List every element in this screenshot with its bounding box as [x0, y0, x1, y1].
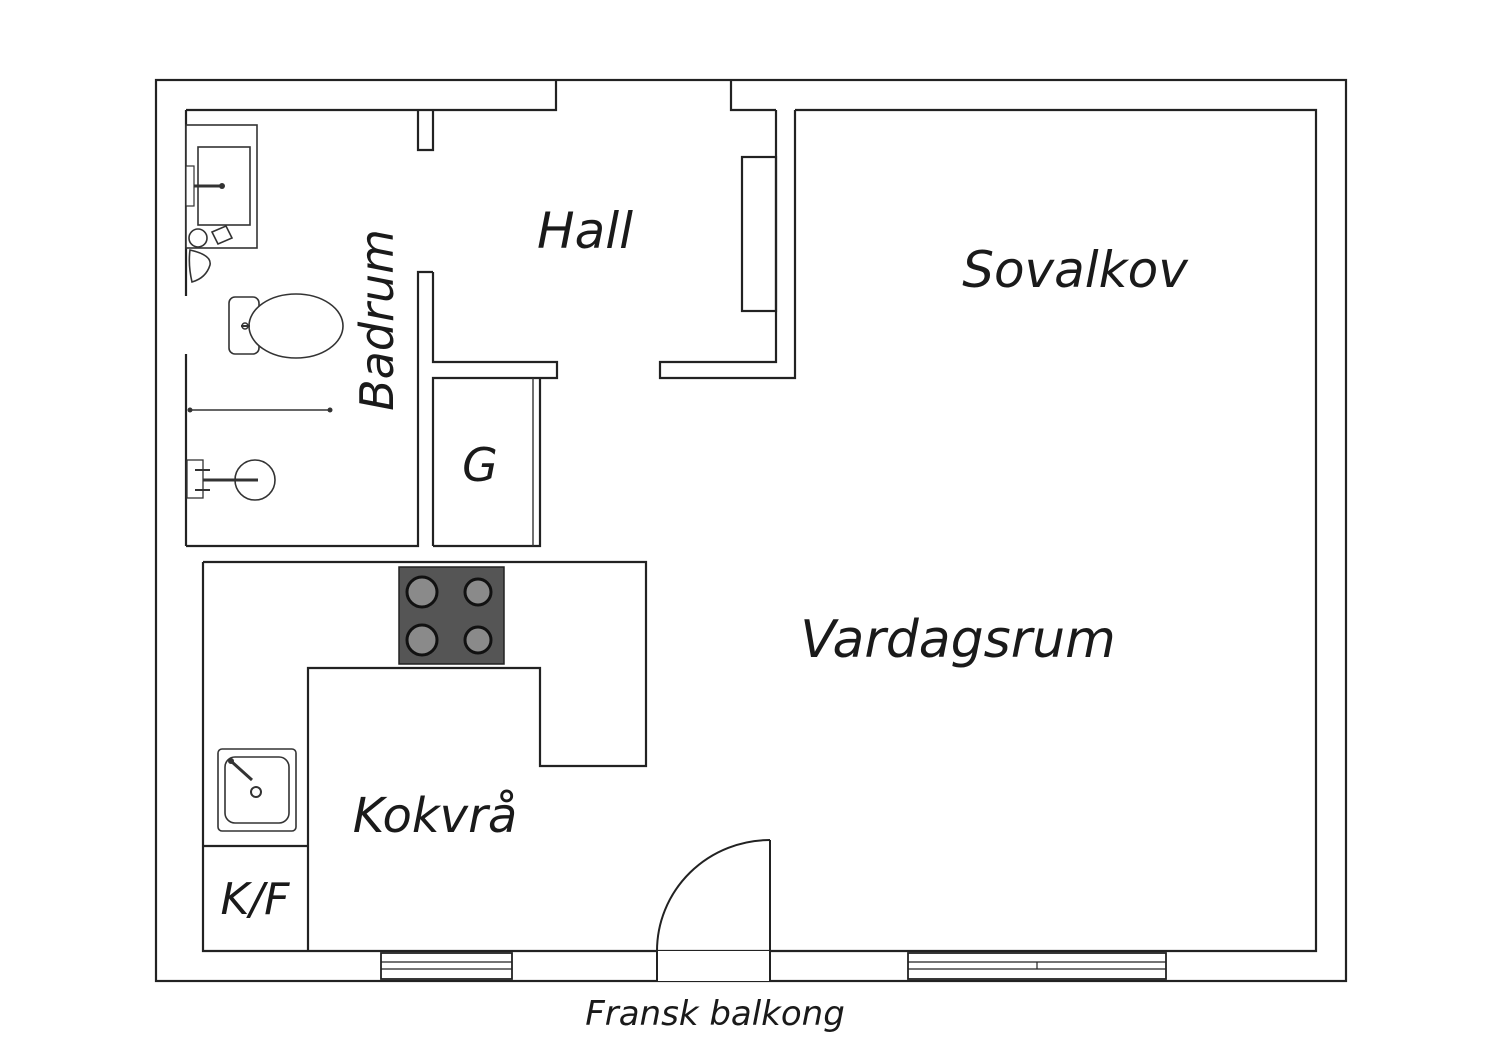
window-left — [380, 952, 513, 980]
wardrobe — [740, 155, 778, 313]
stove — [398, 566, 505, 665]
shower — [186, 407, 333, 501]
closet-walls — [433, 378, 542, 548]
toilet — [228, 293, 344, 359]
balcony-door — [656, 839, 771, 981]
room-label-hall: Hall — [537, 202, 633, 260]
room-label-kf: K/F — [221, 874, 291, 925]
room-label-sovalkov: Sovalkov — [962, 241, 1189, 299]
window-right — [907, 952, 1167, 980]
room-label-garderob: G — [462, 438, 498, 492]
partition-walls — [658, 110, 797, 380]
toilet-brush — [188, 224, 234, 283]
room-label-kokvra: Kokvrå — [353, 788, 517, 844]
bathroom-sink — [185, 124, 258, 249]
kitchen-counter — [203, 560, 648, 951]
outer-walls — [154, 78, 1348, 983]
balcony-label: Fransk balkong — [585, 994, 845, 1034]
room-label-vardagsrum: Vardagsrum — [800, 610, 1115, 670]
burner — [405, 623, 439, 657]
burner — [463, 625, 493, 655]
kitchen-sink — [217, 748, 297, 832]
room-label-badrum: Badrum — [350, 229, 404, 411]
bathroom-walls — [186, 110, 559, 548]
burner — [463, 577, 493, 607]
burner — [405, 575, 439, 609]
